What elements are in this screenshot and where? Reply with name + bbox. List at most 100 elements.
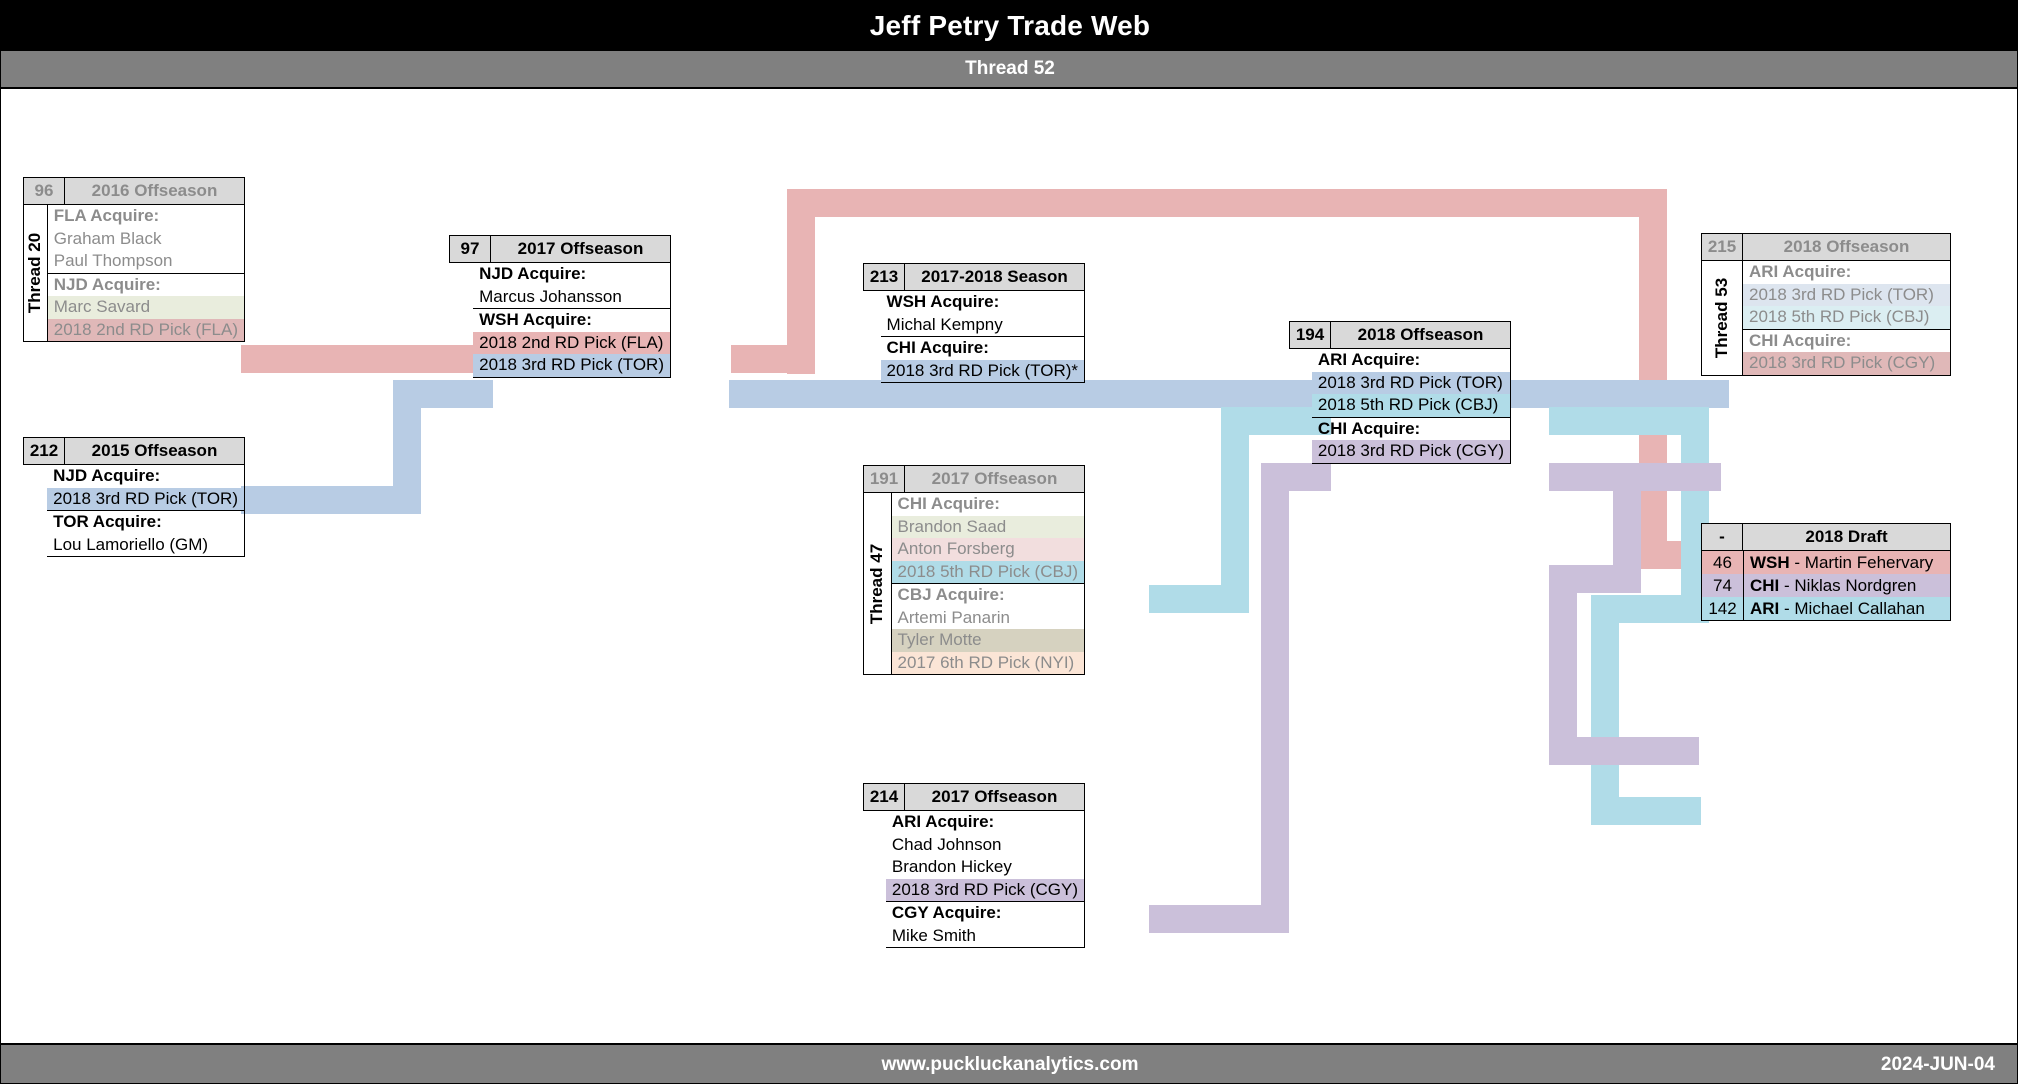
- footer-website[interactable]: www.puckluckanalytics.com: [881, 1054, 1139, 1075]
- footer-bar: www.puckluckanalytics.com 2024-JUN-04: [1, 1045, 2017, 1083]
- card-body: Thread 53 ARI Acquire:2018 3rd RD Pick (T…: [1701, 261, 1951, 376]
- card-trade-number: 215: [1701, 233, 1743, 261]
- card-row-group: CHI Acquire:2018 3rd RD Pick (CGY): [1311, 418, 1510, 463]
- card-row-header: TOR Acquire:: [53, 512, 162, 531]
- card-row-asset: Marc Savard: [47, 296, 244, 319]
- ribbon-cbj-5th-194-to-215-seg-3: [1591, 595, 1619, 825]
- card-trade-number: 212: [23, 437, 65, 465]
- card-body: NJD Acquire:2018 3rd RD Pick (TOR)TOR Ac…: [23, 465, 245, 557]
- card-row-header: ARI Acquire:: [1317, 350, 1421, 369]
- card-thread-rail-empty: [23, 465, 47, 557]
- card-row-asset: 2018 3rd RD Pick (TOR)*: [880, 359, 1084, 382]
- card-rows: ARI Acquire: 2018 3rd RD Pick (TOR)2018 5…: [1311, 349, 1511, 464]
- card-row-asset: Mike Smith: [891, 925, 976, 945]
- card-row-asset: 2018 5th RD Pick (CBJ): [1743, 306, 1950, 329]
- draft-pick-selection: CHI - Niklas Nordgren: [1750, 576, 1917, 595]
- card-row-asset: Graham Black: [53, 228, 162, 248]
- card-period-label: 2018 Offseason: [1743, 233, 1951, 261]
- ribbon-tor-3rd-212-to-97-seg-2: [393, 380, 493, 408]
- card-row-asset: 2018 5th RD Pick (CBJ): [1311, 394, 1510, 417]
- card-row-header: CBJ Acquire:: [897, 585, 1005, 604]
- card-trade-number: 213: [863, 263, 905, 291]
- card-thread-rail: Thread 20: [23, 205, 48, 342]
- card-trade-number: 191: [863, 465, 905, 493]
- card-row-asset: Lou Lamoriello (GM): [53, 534, 209, 554]
- ribbon-tor-3rd-212-to-97-seg-0: [241, 486, 421, 514]
- ribbon-fla-2nd-97-to-draft-seg-2: [1639, 189, 1667, 569]
- card-row-asset: 2018 3rd RD Pick (TOR): [1311, 371, 1510, 394]
- card-row-header: FLA Acquire:: [53, 206, 160, 225]
- ribbon-fla-2nd-97-to-draft-seg-0: [787, 189, 1667, 217]
- card-rows: NJD Acquire:2018 3rd RD Pick (TOR)TOR Ac…: [47, 465, 245, 557]
- ribbon-fla-2nd-96-to-97-seg-0: [241, 345, 501, 373]
- ribbon-cbj-5th-191-to-194-seg-1: [1221, 407, 1249, 613]
- draft-pick-number: 142: [1702, 597, 1744, 620]
- card-row-group: ARI Acquire: 2018 3rd RD Pick (TOR)2018 5…: [1311, 349, 1510, 418]
- ribbon-cgy-3rd-214-to-194-seg-1: [1261, 463, 1289, 933]
- ribbon-cbj-5th-194-to-215-seg-4: [1591, 797, 1701, 825]
- card-row-header: CHI Acquire:: [1749, 330, 1852, 350]
- card-trade-number: 194: [1289, 321, 1331, 349]
- card-row-asset: 2018 3rd RD Pick (CGY): [1743, 352, 1950, 375]
- card-row-header: CHI Acquire:: [1317, 418, 1421, 438]
- card-body: ARI Acquire: 2018 3rd RD Pick (TOR)2018 5…: [1289, 349, 1511, 464]
- card-thread-rail-empty: [863, 291, 881, 383]
- page-title-text: Jeff Petry Trade Web: [869, 10, 1151, 41]
- card-row-group: WSH Acquire:2018 2nd RD Pick (FLA)2018 3…: [473, 309, 670, 377]
- thread-label: Thread 53: [1712, 277, 1731, 358]
- card-row-asset: 2018 2nd RD Pick (FLA): [473, 331, 670, 354]
- card-row-group: ARI Acquire:2018 3rd RD Pick (TOR)2018 5…: [1743, 261, 1950, 330]
- card-row-asset: 2018 3rd RD Pick (TOR): [473, 354, 670, 377]
- card-thread-rail: Thread 53: [1701, 261, 1743, 376]
- card-thread-rail-empty: [863, 811, 886, 948]
- card-row-asset: 2018 3rd RD Pick (TOR): [47, 487, 244, 510]
- card-row-asset: 2018 5th RD Pick (CBJ): [891, 560, 1084, 583]
- card-row-group: WSH Acquire:Michal Kempny: [880, 291, 1084, 337]
- card-row-header: ARI Acquire:: [1749, 262, 1852, 281]
- card-row-header: ARI Acquire:: [891, 812, 995, 831]
- draft-pick-selection: ARI - Michael Callahan: [1750, 599, 1925, 618]
- card-row-asset: Brandon Hickey: [891, 857, 1012, 876]
- card-row-group: CHI Acquire:2018 3rd RD Pick (CGY): [1743, 330, 1950, 375]
- draft-pick-row: 142 ARI - Michael Callahan: [1702, 597, 1950, 620]
- thread-label: Thread 20: [25, 232, 45, 314]
- page-subtitle-text: Thread 52: [965, 58, 1055, 79]
- card-row-asset: 2018 2nd RD Pick (FLA): [47, 318, 244, 341]
- card-period-label: 2015 Offseason: [65, 437, 245, 465]
- draft-pick-team: WSH: [1750, 553, 1790, 572]
- ribbon-cgy-3rd-194-to-draft-seg-3: [1549, 565, 1577, 765]
- footer-date: 2024-JUN-04: [1880, 1054, 1995, 1075]
- card-period-label: 2018 Offseason: [1331, 321, 1511, 349]
- card-period-label: 2017-2018 Season: [905, 263, 1085, 291]
- card-period-label: 2017 Offseason: [491, 235, 671, 263]
- card-row-header: WSH Acquire:: [886, 292, 1000, 311]
- card-rows: ARI Acquire:2018 3rd RD Pick (TOR)2018 5…: [1743, 261, 1951, 376]
- card-row-header: CHI Acquire:: [897, 494, 1000, 513]
- draft-header-dash: -: [1701, 523, 1743, 551]
- card-row-group: NJD Acquire:2018 3rd RD Pick (TOR): [47, 465, 244, 511]
